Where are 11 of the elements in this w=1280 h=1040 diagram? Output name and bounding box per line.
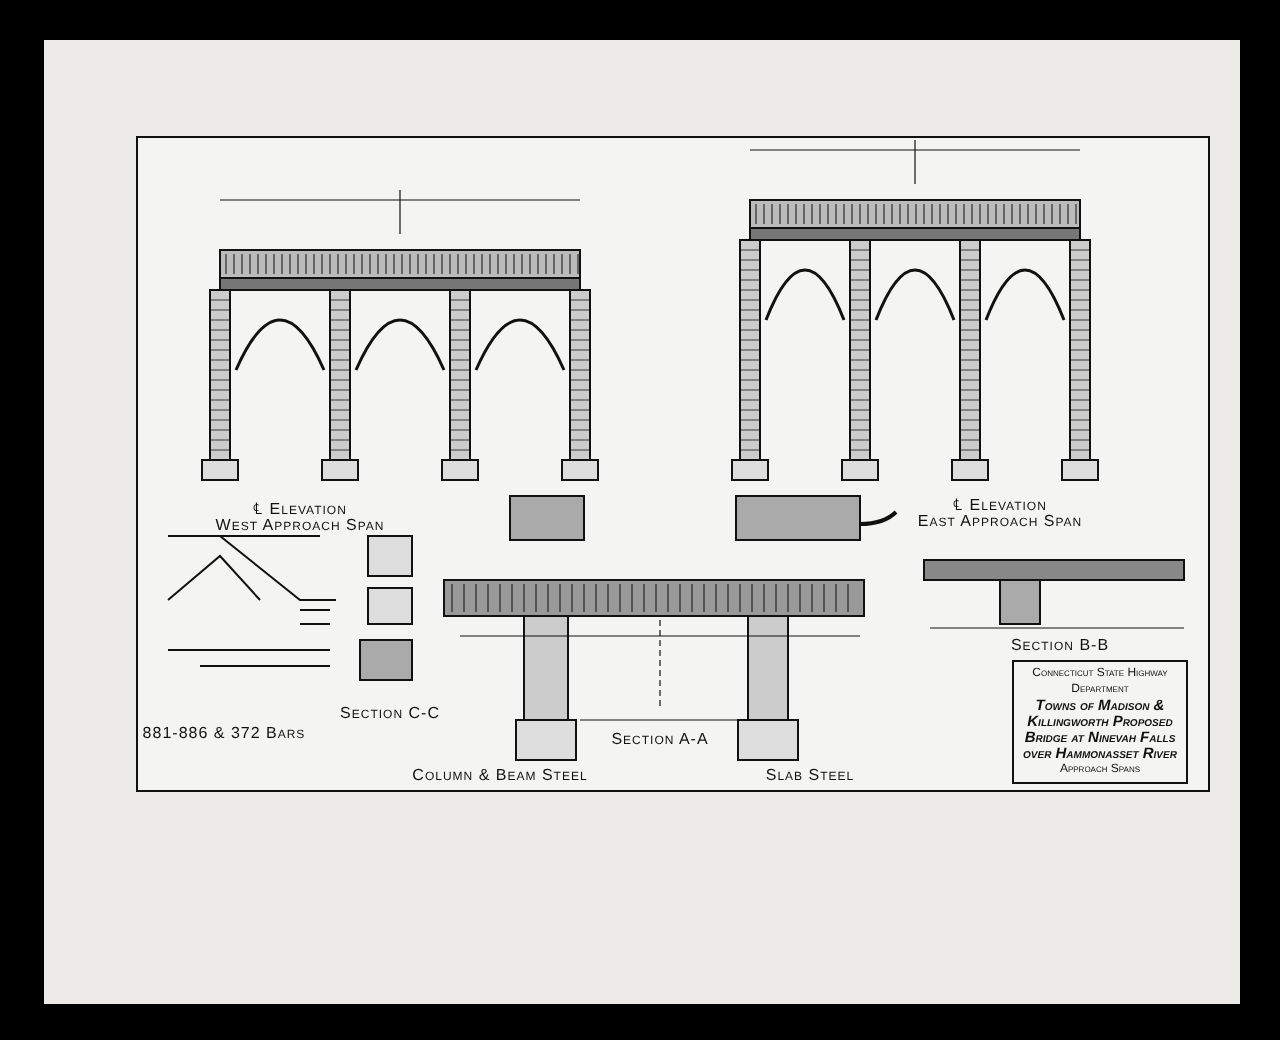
view-subtitle: East Approach Span <box>917 512 1083 530</box>
view-title: Slab Steel <box>765 766 855 784</box>
view-title: ℄ Elevation <box>953 494 1047 514</box>
view-title: Column & Beam Steel <box>412 766 588 784</box>
view-title: Section A-A <box>611 730 709 748</box>
view-subtitle: West Approach Span <box>215 516 385 534</box>
drawing-note: 881-886 & 372 Bars <box>142 724 306 742</box>
title-block <box>1012 660 1188 784</box>
view-title: Section C-C <box>340 704 440 722</box>
view-title: ℄ Elevation <box>253 498 347 518</box>
view-title: Section B-B <box>1010 636 1110 654</box>
